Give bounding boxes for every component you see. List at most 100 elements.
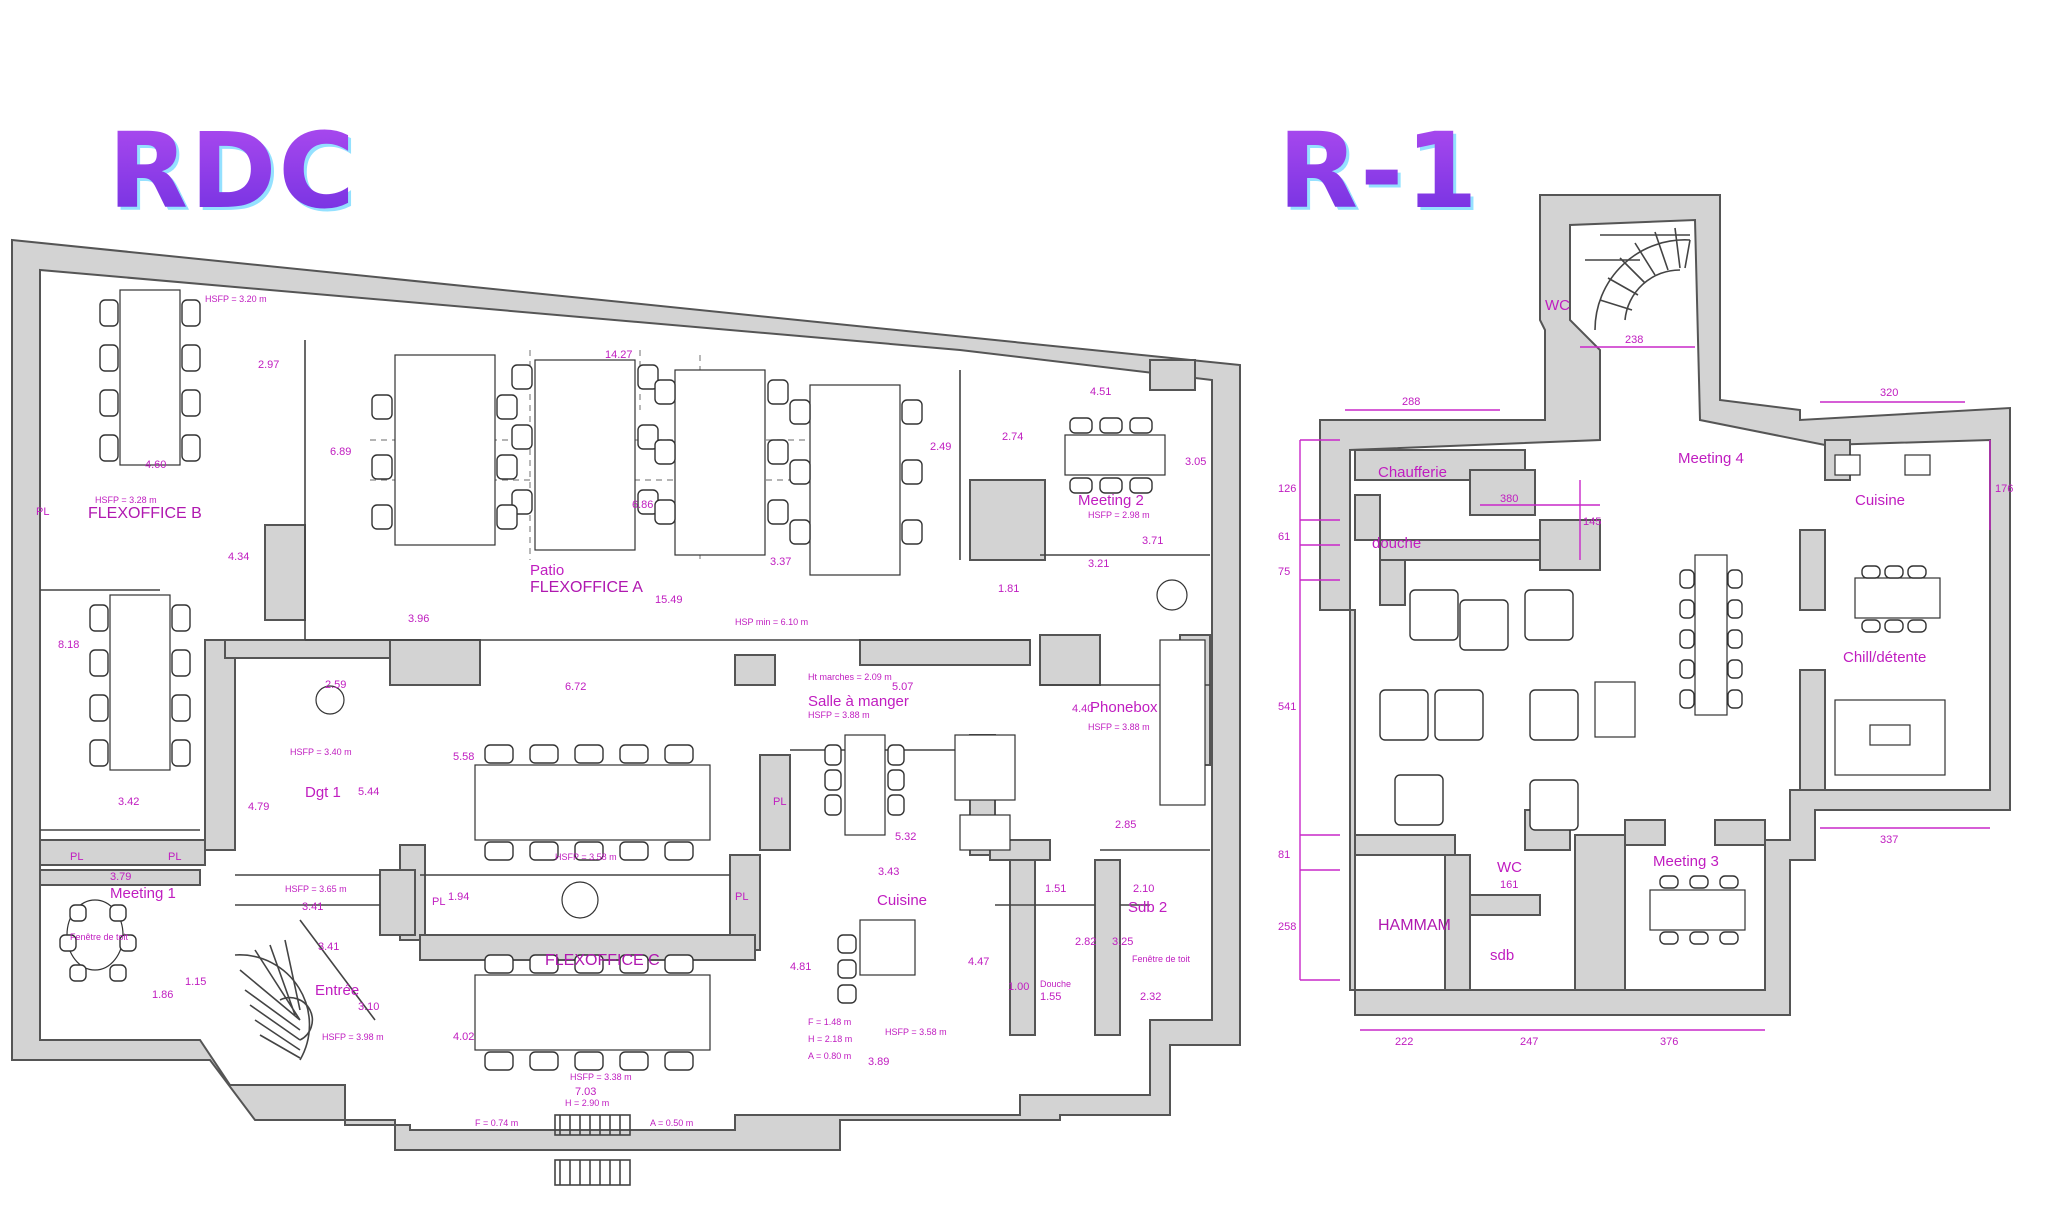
meeting-3-table bbox=[1649, 889, 1746, 931]
dimension: 81 bbox=[1278, 849, 1290, 861]
r1-wall-block bbox=[1539, 519, 1601, 571]
chair bbox=[1884, 619, 1904, 633]
r1-wall-block bbox=[1354, 494, 1381, 541]
dimension: 5.32 bbox=[895, 831, 916, 843]
dimension: 376 bbox=[1660, 1036, 1678, 1048]
room-label: PL bbox=[70, 851, 83, 863]
note: F = 1.48 m bbox=[808, 1017, 851, 1027]
dimension: 238 bbox=[1625, 334, 1643, 346]
dimension: 247 bbox=[1520, 1036, 1538, 1048]
rdc-staircase bbox=[234, 939, 314, 1061]
chair bbox=[1689, 875, 1709, 889]
dimension: 3.96 bbox=[408, 613, 429, 625]
room-label: douche bbox=[1372, 535, 1421, 552]
rdc-wall-block bbox=[859, 639, 1031, 666]
chair bbox=[1884, 565, 1904, 579]
chair bbox=[1689, 931, 1709, 945]
dimension: 541 bbox=[1278, 701, 1296, 713]
chair bbox=[654, 379, 676, 405]
dimension: 1.81 bbox=[998, 583, 1019, 595]
chair bbox=[1459, 599, 1509, 651]
dimension: 337 bbox=[1880, 834, 1898, 846]
dimension: 3.71 bbox=[1142, 535, 1163, 547]
rdc-wall-block bbox=[224, 639, 401, 659]
kitchenette bbox=[1159, 639, 1206, 806]
dimension: 3.21 bbox=[1088, 558, 1109, 570]
r1-wall-block bbox=[1379, 559, 1406, 606]
meeting-4-table bbox=[1694, 554, 1728, 716]
dimension: 176 bbox=[1995, 483, 2013, 495]
note: HSFP = 3.58 m bbox=[885, 1027, 947, 1037]
note: HSFP = 3.98 m bbox=[322, 1032, 384, 1042]
chair bbox=[1069, 477, 1093, 494]
room-label: PL bbox=[773, 796, 786, 808]
note: HSFP = 3.88 m bbox=[1088, 722, 1150, 732]
chair bbox=[1129, 417, 1153, 434]
chair bbox=[529, 954, 559, 974]
chair bbox=[484, 1051, 514, 1071]
dimension: 4.40 bbox=[1072, 703, 1093, 715]
room-label: Fenêtre de toit bbox=[70, 932, 129, 942]
dimension: 1.86 bbox=[152, 989, 173, 1001]
room-label: FLEXOFFICE B bbox=[88, 505, 202, 522]
dimension: 2.59 bbox=[325, 679, 346, 691]
rdc-front-steps bbox=[554, 1114, 631, 1186]
dimension: 1.55 bbox=[1040, 991, 1061, 1003]
note: A = 0.80 m bbox=[808, 1051, 851, 1061]
r1-plan: WC Chaufferie douche Meeting 4 Cuisine C… bbox=[1278, 194, 2013, 1048]
chair bbox=[371, 504, 393, 530]
chair bbox=[837, 934, 857, 954]
dimension: 1.00 bbox=[1008, 981, 1029, 993]
rdc-wall-block bbox=[204, 639, 236, 851]
rdc-wall-block bbox=[1094, 859, 1121, 1036]
dimension: 75 bbox=[1278, 566, 1290, 578]
dimension: 2.32 bbox=[1140, 991, 1161, 1003]
r1-wall-block bbox=[1624, 819, 1666, 846]
rdc-plan: FLEXOFFICE B Patio FLEXOFFICE A Meeting … bbox=[11, 238, 1241, 1186]
chair bbox=[1727, 599, 1743, 619]
meeting-2-table bbox=[1064, 434, 1166, 476]
note: A = 0.50 m bbox=[650, 1118, 693, 1128]
room-label: Cuisine bbox=[1855, 492, 1905, 509]
chair bbox=[654, 439, 676, 465]
dimension: 5.44 bbox=[358, 786, 379, 798]
room-label: PL bbox=[168, 851, 181, 863]
r1-wall-block bbox=[1354, 834, 1456, 856]
dimension: 145 bbox=[1583, 516, 1601, 528]
dimension: 288 bbox=[1402, 396, 1420, 408]
chair bbox=[511, 364, 533, 390]
chair bbox=[619, 841, 649, 861]
room-label: Meeting 3 bbox=[1653, 853, 1719, 870]
dimension: 4.34 bbox=[228, 551, 249, 563]
dimension: 4.60 bbox=[145, 459, 166, 471]
chair bbox=[1679, 599, 1695, 619]
room-label: PL bbox=[735, 891, 748, 903]
r1-wall-block bbox=[1799, 529, 1826, 611]
flexoffice-c-desks bbox=[474, 764, 711, 1051]
rdc-wall-block bbox=[734, 654, 776, 686]
note: Ht marches = 2.09 m bbox=[808, 672, 892, 682]
r1-wall-block bbox=[1574, 834, 1626, 991]
rdc-wall-block bbox=[379, 869, 416, 936]
chair bbox=[69, 904, 87, 922]
chair bbox=[1679, 689, 1695, 709]
chair bbox=[574, 1051, 604, 1071]
chair bbox=[1861, 565, 1881, 579]
note: HSFP = 3.40 m bbox=[290, 747, 352, 757]
appliance bbox=[959, 814, 1011, 851]
chair bbox=[1679, 659, 1695, 679]
chair bbox=[1529, 779, 1579, 831]
chair bbox=[901, 459, 923, 485]
dimension: 4.81 bbox=[790, 961, 811, 973]
chair bbox=[99, 299, 119, 327]
dimension: 3.79 bbox=[110, 871, 131, 883]
r1-wall-block bbox=[1469, 469, 1536, 516]
dimension: 3.10 bbox=[358, 1001, 379, 1013]
salle-table bbox=[844, 734, 886, 836]
room-label: FLEXOFFICE C bbox=[545, 952, 660, 969]
r1-wall-block bbox=[1469, 894, 1541, 916]
dimension: 4.47 bbox=[968, 956, 989, 968]
chair bbox=[1129, 477, 1153, 494]
chair bbox=[767, 379, 789, 405]
